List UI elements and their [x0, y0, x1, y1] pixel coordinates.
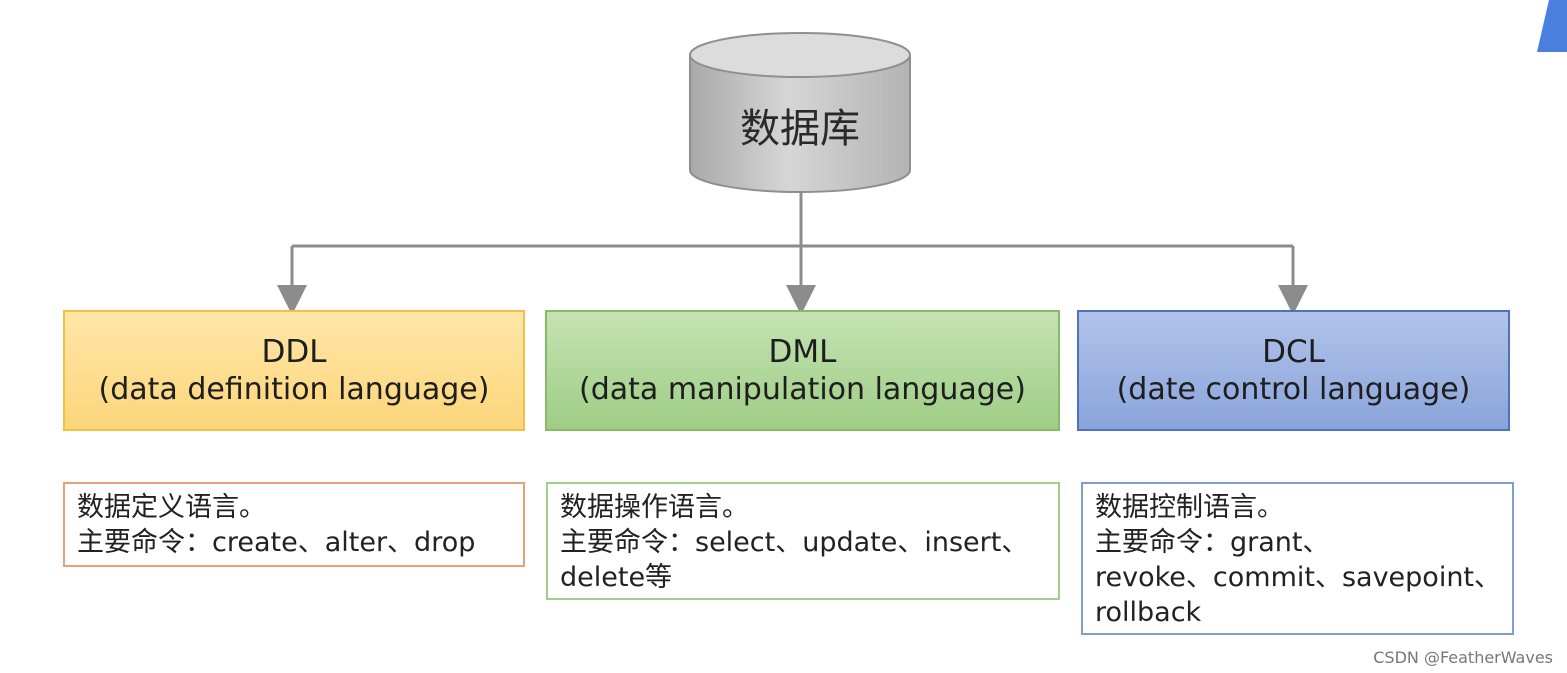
dcl-fullname: (date control language) [1116, 371, 1471, 407]
corner-decoration [1537, 0, 1567, 52]
database-label: 数据库 [740, 106, 860, 152]
ddl-desc-line: 数据定义语言。 [77, 492, 266, 523]
dcl-box: DCL (date control language) [1077, 310, 1510, 431]
ddl-desc-line: 主要命令：create、alter、drop [77, 527, 476, 558]
database-cylinder [689, 32, 911, 193]
dml-desc-line: delete等 [560, 562, 673, 593]
dml-abbr: DML [768, 333, 837, 370]
dml-description: 数据操作语言。 主要命令：select、update、insert、 delet… [546, 482, 1060, 600]
dcl-desc-line: revoke、commit、savepoint、 [1095, 562, 1502, 593]
dml-fullname: (data manipulation language) [579, 371, 1026, 407]
dml-desc-line: 主要命令：select、update、insert、 [560, 527, 1029, 558]
dcl-desc-line: rollback [1095, 597, 1202, 628]
dcl-description: 数据控制语言。 主要命令：grant、 revoke、commit、savepo… [1081, 482, 1514, 635]
ddl-description: 数据定义语言。 主要命令：create、alter、drop [63, 482, 525, 567]
dml-box: DML (data manipulation language) [545, 310, 1060, 431]
dcl-desc-line: 主要命令：grant、 [1095, 527, 1330, 558]
ddl-box: DDL (data definition language) [63, 310, 525, 431]
dml-desc-line: 数据操作语言。 [560, 492, 749, 523]
ddl-abbr: DDL [261, 333, 327, 370]
dcl-desc-line: 数据控制语言。 [1095, 492, 1284, 523]
ddl-fullname: (data definition language) [98, 371, 490, 407]
watermark: CSDN @FeatherWaves [1373, 648, 1553, 667]
dcl-abbr: DCL [1262, 333, 1325, 370]
connector-lines [277, 192, 1308, 315]
